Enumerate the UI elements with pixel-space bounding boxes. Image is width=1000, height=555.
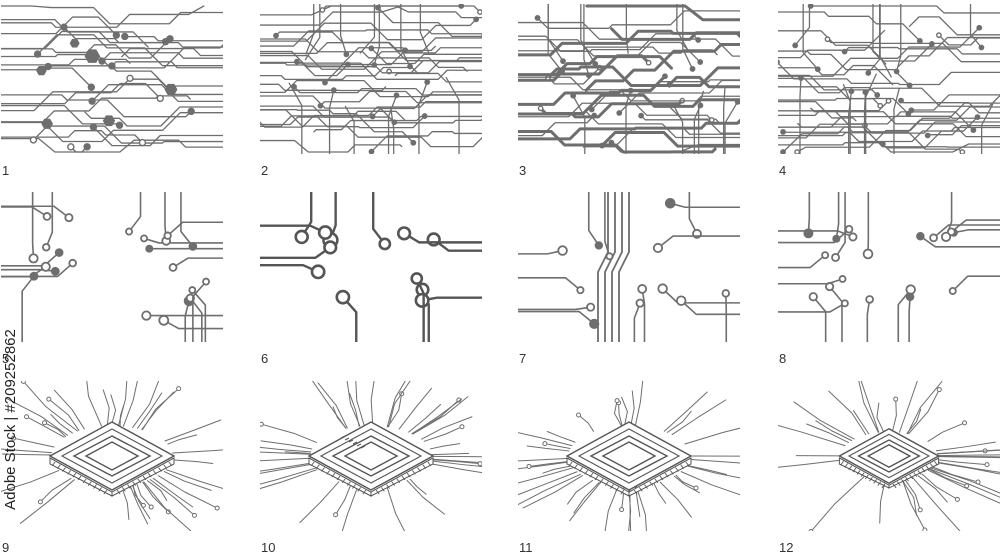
circuit-panel-4 [778,4,1000,154]
circuit-illustration [518,381,740,531]
circuit-illustration [260,381,482,531]
circuit-panel-9 [1,381,223,531]
circuit-panel-1 [1,4,223,154]
panel-number: 8 [779,351,787,366]
circuit-illustration [1,381,223,531]
circuit-panel-10 [260,381,482,531]
panel-number: 6 [261,351,269,366]
panel-number: 1 [2,163,10,178]
circuit-illustration [1,4,223,153]
circuit-panel-11 [518,381,740,531]
circuit-illustration [778,192,1000,342]
panel-number: 3 [519,163,527,178]
circuit-illustration [260,192,482,342]
circuit-illustration [778,4,1000,154]
panel-number: 12 [779,540,794,555]
panel-number: 10 [261,540,276,555]
panel-number: 11 [519,540,533,555]
stock-id-label: Adobe Stock | #209252862 [1,328,19,510]
panel-number: 4 [779,163,787,178]
circuit-panel-12 [778,381,1000,531]
circuit-panel-2 [260,4,482,154]
panel-number: 5 [2,351,10,366]
circuit-illustration [518,4,740,154]
circuit-illustration [260,4,482,154]
panel-number: 9 [2,540,10,555]
circuit-panel-5 [1,192,223,342]
panel-number: 7 [519,351,527,366]
circuit-illustration [518,192,740,342]
circuit-panel-6 [260,192,482,342]
panel-number: 2 [261,163,269,178]
circuit-panel-7 [518,192,740,342]
circuit-panel-8 [778,192,1000,342]
circuit-illustration [778,381,1000,531]
circuit-illustration [1,192,223,342]
circuit-panel-3 [518,4,740,154]
